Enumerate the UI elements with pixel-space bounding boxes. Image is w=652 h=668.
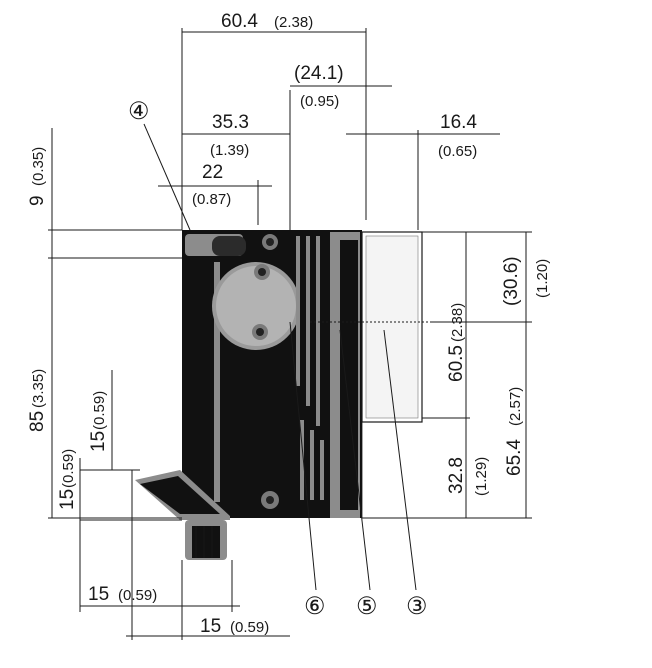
dim-window-depth-inch: (0.65) (438, 143, 477, 160)
dim-connector-height-inch: (0.59) (60, 449, 77, 488)
dim-window-bottom: 32.8 (446, 457, 467, 494)
callout-5: ⑤ (356, 593, 378, 620)
dim-led-offset-inch: (0.87) (192, 191, 231, 208)
dim-axis-top-inch: (1.20) (534, 259, 551, 298)
dim-lens-offset: 35.3 (212, 112, 249, 133)
callout-4: ④ (128, 98, 150, 125)
dim-connector-bottom-width: 15 (88, 584, 109, 605)
dim-overall-height-inch: (3.35) (30, 369, 47, 408)
dim-connector-right-width: 15 (200, 616, 221, 637)
dim-window-depth: 16.4 (440, 112, 477, 133)
dim-axis-bottom-inch: (2.57) (507, 387, 524, 426)
sensor-housing (135, 230, 362, 560)
dim-connector-offset: 15 (88, 431, 109, 452)
dim-overall-width: 60.4 (221, 11, 258, 32)
dim-top-step: 9 (27, 195, 48, 206)
dim-window-bottom-inch: (1.29) (473, 457, 490, 496)
dim-center-offset: (24.1) (294, 63, 344, 84)
dim-connector-height: 15 (57, 489, 78, 510)
dim-connector-offset-inch: (0.59) (91, 391, 108, 430)
callout-3: ③ (406, 593, 428, 620)
dim-connector-right-width-inch: (0.59) (230, 619, 269, 636)
dim-window-height: 60.5 (446, 345, 467, 382)
dim-axis-bottom: 65.4 (504, 439, 525, 476)
dim-top-step-inch: (0.35) (30, 147, 47, 186)
dimension-labels: 60.4 (2.38) (24.1) (0.95) 35.3 (1.39) 22… (27, 11, 551, 637)
dim-connector-bottom-width-inch: (0.59) (118, 587, 157, 604)
dim-axis-top: (30.6) (501, 256, 522, 306)
callouts: ④ ⑥ ⑤ ③ (128, 98, 428, 620)
dim-lens-offset-inch: (1.39) (210, 142, 249, 159)
front-window (361, 231, 423, 518)
dim-led-offset: 22 (202, 162, 223, 183)
dim-overall-height: 85 (27, 411, 48, 432)
dim-overall-width-inch: (2.38) (274, 14, 313, 31)
dim-window-height-inch: (2.38) (449, 303, 466, 342)
dimension-lines (48, 28, 532, 640)
callout-6: ⑥ (304, 593, 326, 620)
dim-center-offset-inch: (0.95) (300, 93, 339, 110)
